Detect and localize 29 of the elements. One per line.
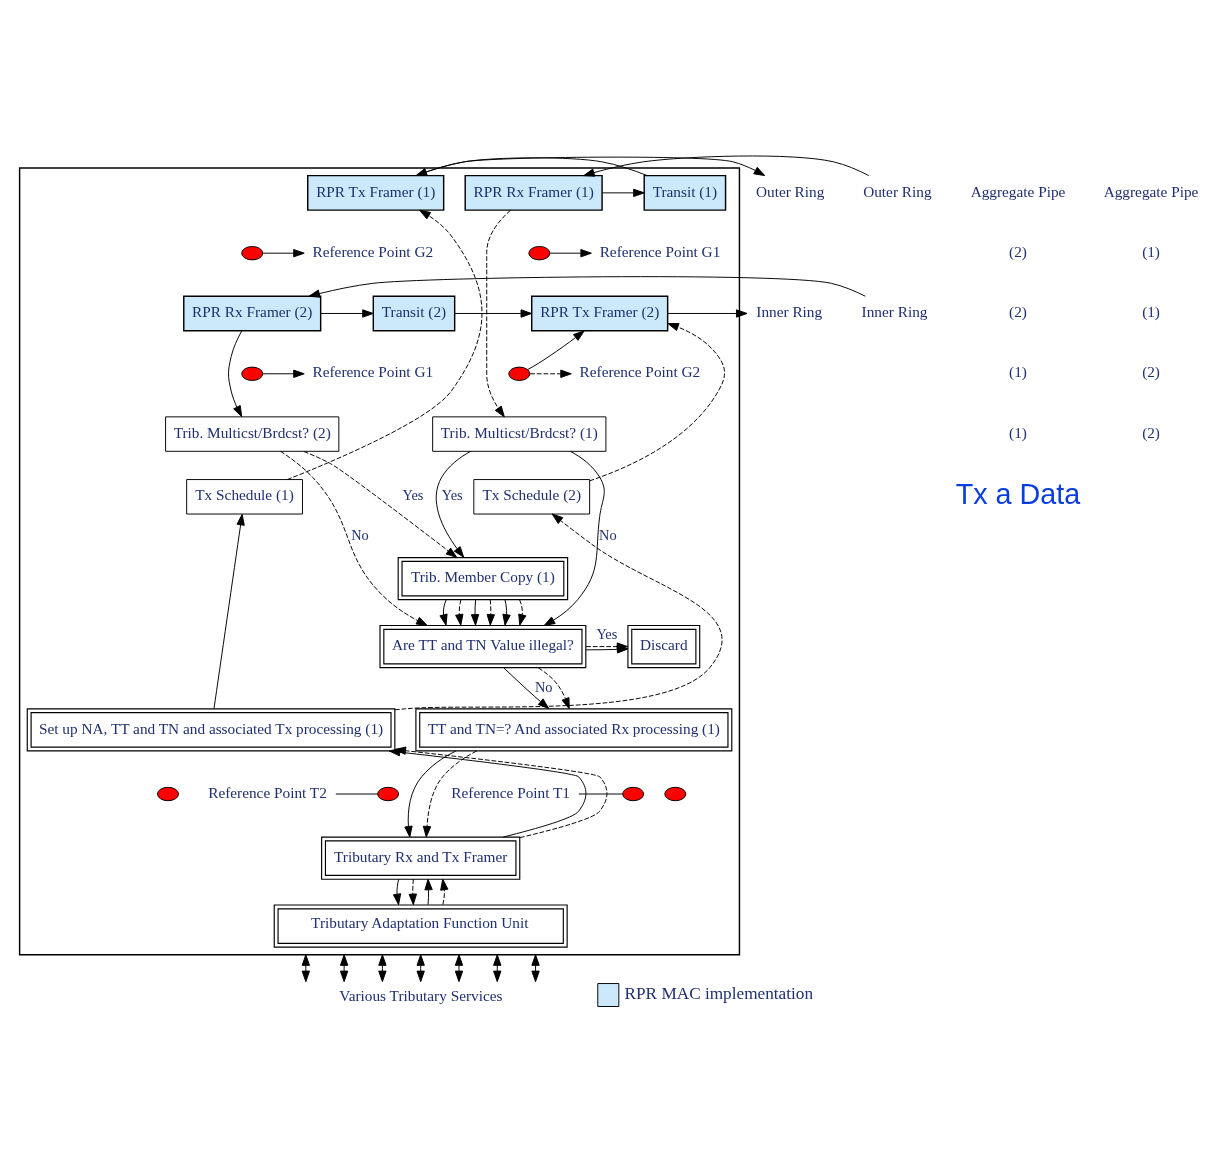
node-text: Reference Point G2 (312, 242, 434, 260)
legend-label: RPR MAC implementation (624, 983, 814, 1003)
label: (1) (1009, 423, 1027, 441)
node-text: Inner Ring (861, 302, 928, 320)
edge-label: Yes (596, 625, 618, 642)
node-text: Outer Ring (755, 182, 825, 200)
label: (2) (1142, 423, 1160, 441)
label: Aggregate Pipe (1103, 182, 1199, 200)
label: (2) (1142, 362, 1160, 380)
label: Aggregate Pipe (970, 182, 1066, 200)
edge-label: No (351, 526, 369, 543)
edge-label: No (599, 526, 617, 543)
label: (1) (1142, 302, 1160, 320)
edge-label: Yes (402, 486, 424, 503)
node-text: Reference Point T2 (208, 783, 327, 801)
edge-label: Yes (441, 486, 463, 503)
node-text: Various Tributary Services (339, 986, 503, 1004)
label: (1) (1142, 242, 1160, 260)
edge-label: No (534, 678, 553, 695)
label: (1) (1009, 362, 1027, 380)
node-text: Reference Point G1 (312, 362, 434, 380)
node-text: Outer Ring (863, 182, 932, 200)
node-text: Reference Point G2 (579, 362, 701, 380)
node-text: Reference Point T1 (451, 783, 570, 801)
label: (2) (1009, 302, 1027, 320)
node-text: Inner Ring (756, 302, 823, 320)
label: (2) (1009, 242, 1027, 260)
label: Tx a Data (955, 477, 1081, 510)
node-text: Reference Point G1 (599, 242, 721, 260)
